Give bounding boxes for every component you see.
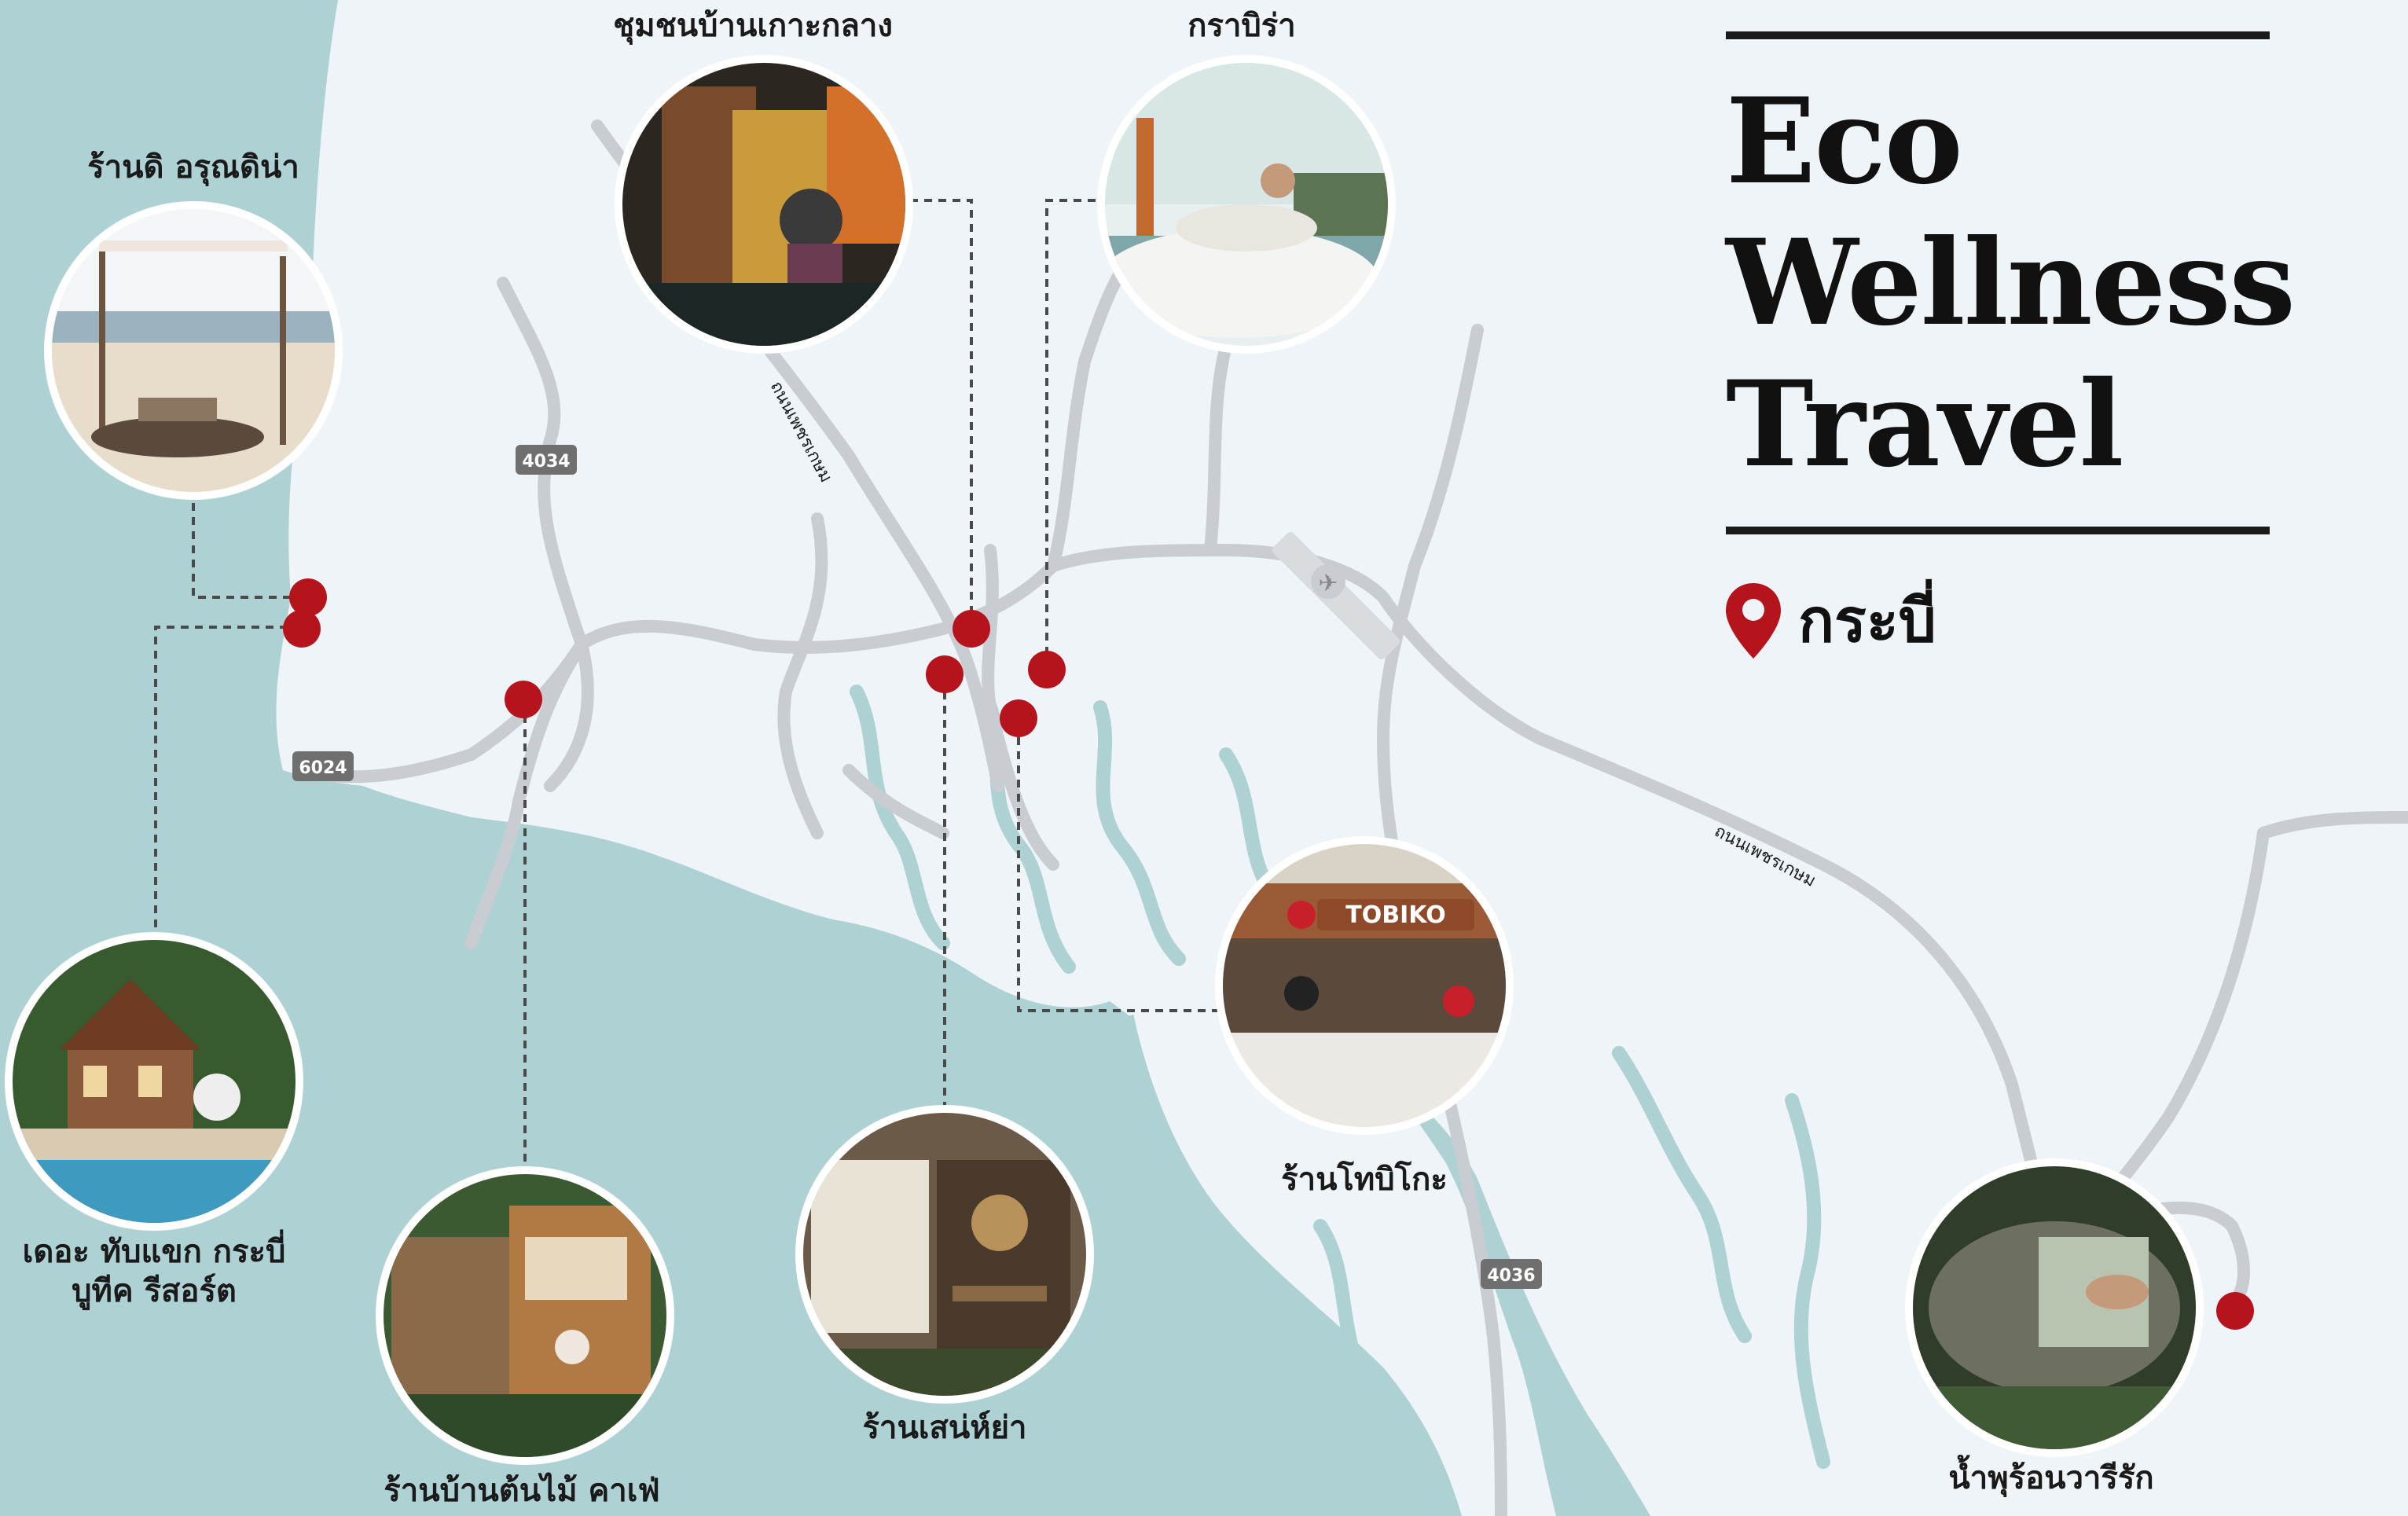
title-line-3: Travel [1726,355,2124,494]
label-treehouse-cafe: ร้านบ้านต้นไม้ คาเฟ่ [384,1473,660,1509]
map-pin[interactable] [926,655,964,693]
label-arunndina: ร้านดิ อรุณดิน่า [87,149,299,185]
page-title: Eco Wellness Travel [1726,71,2296,495]
photo-sanae-ya[interactable] [795,1105,1094,1404]
location-name: กระบี่ [1798,585,1936,655]
label-tubkaak: เดอะ ทับแขก กระบี่ บูทีค รีสอร์ต [22,1234,286,1309]
land-peninsula [299,367,1169,1008]
map-pins [283,578,2254,1330]
photo-treehouse-cafe[interactable] [376,1166,674,1465]
connector-lines [154,199,1234,1162]
title-line-1: Eco [1726,72,1963,211]
airplane-icon [1311,564,1345,599]
land-east [1132,994,1556,1516]
map-pin[interactable] [953,610,990,648]
road-badge-4036: 4036 [1481,1259,1542,1289]
map-pin[interactable] [1028,651,1066,688]
photo-arunndina[interactable] [44,201,343,500]
map-pin[interactable] [1000,699,1037,737]
map-pin[interactable] [2216,1292,2254,1330]
map-pin[interactable] [289,578,327,616]
label-sanae-ya: ร้านเสน่ห์ย่า [862,1410,1027,1446]
title-line-2: Wellness [1726,214,2296,352]
label-tobiko: ร้านโทบิโกะ [1281,1162,1448,1198]
tobiko-sign-text: TOBIKO [1345,901,1445,929]
label-koh-klang: ชุมชนบ้านเกาะกลาง [613,8,893,44]
svg-text:6024: 6024 [299,758,347,778]
map-pin[interactable] [505,681,542,718]
svg-text:4036: 4036 [1487,1266,1535,1286]
location-row: กระบี่ [1726,574,2276,668]
svg-text:✈: ✈ [1318,570,1338,597]
airport: ✈ [1272,532,1400,659]
location-pin-icon [1726,583,1781,659]
photo-koh-klang[interactable] [615,55,913,354]
photo-tubkaak[interactable] [5,932,303,1231]
label-krabi-ra: กราบิร่า [1187,8,1296,44]
svg-text:4034: 4034 [522,452,570,472]
title-block: Eco Wellness Travel กระบี่ [1726,31,2296,668]
road-badge-6024: 6024 [292,751,354,781]
photo-krabi-ra[interactable] [1097,55,1396,354]
title-rule-top [1726,31,2270,39]
sea-west [0,0,1493,1516]
road-badge-4034: 4034 [516,445,577,475]
photo-hot-spring[interactable] [1905,1158,2204,1457]
photo-tobiko[interactable]: TOBIKO [1215,836,1514,1135]
map-pin[interactable] [283,610,321,648]
label-hot-spring: น้ำพุร้อนวารีรัก [1948,1460,2154,1496]
title-rule-bottom [1726,527,2270,534]
